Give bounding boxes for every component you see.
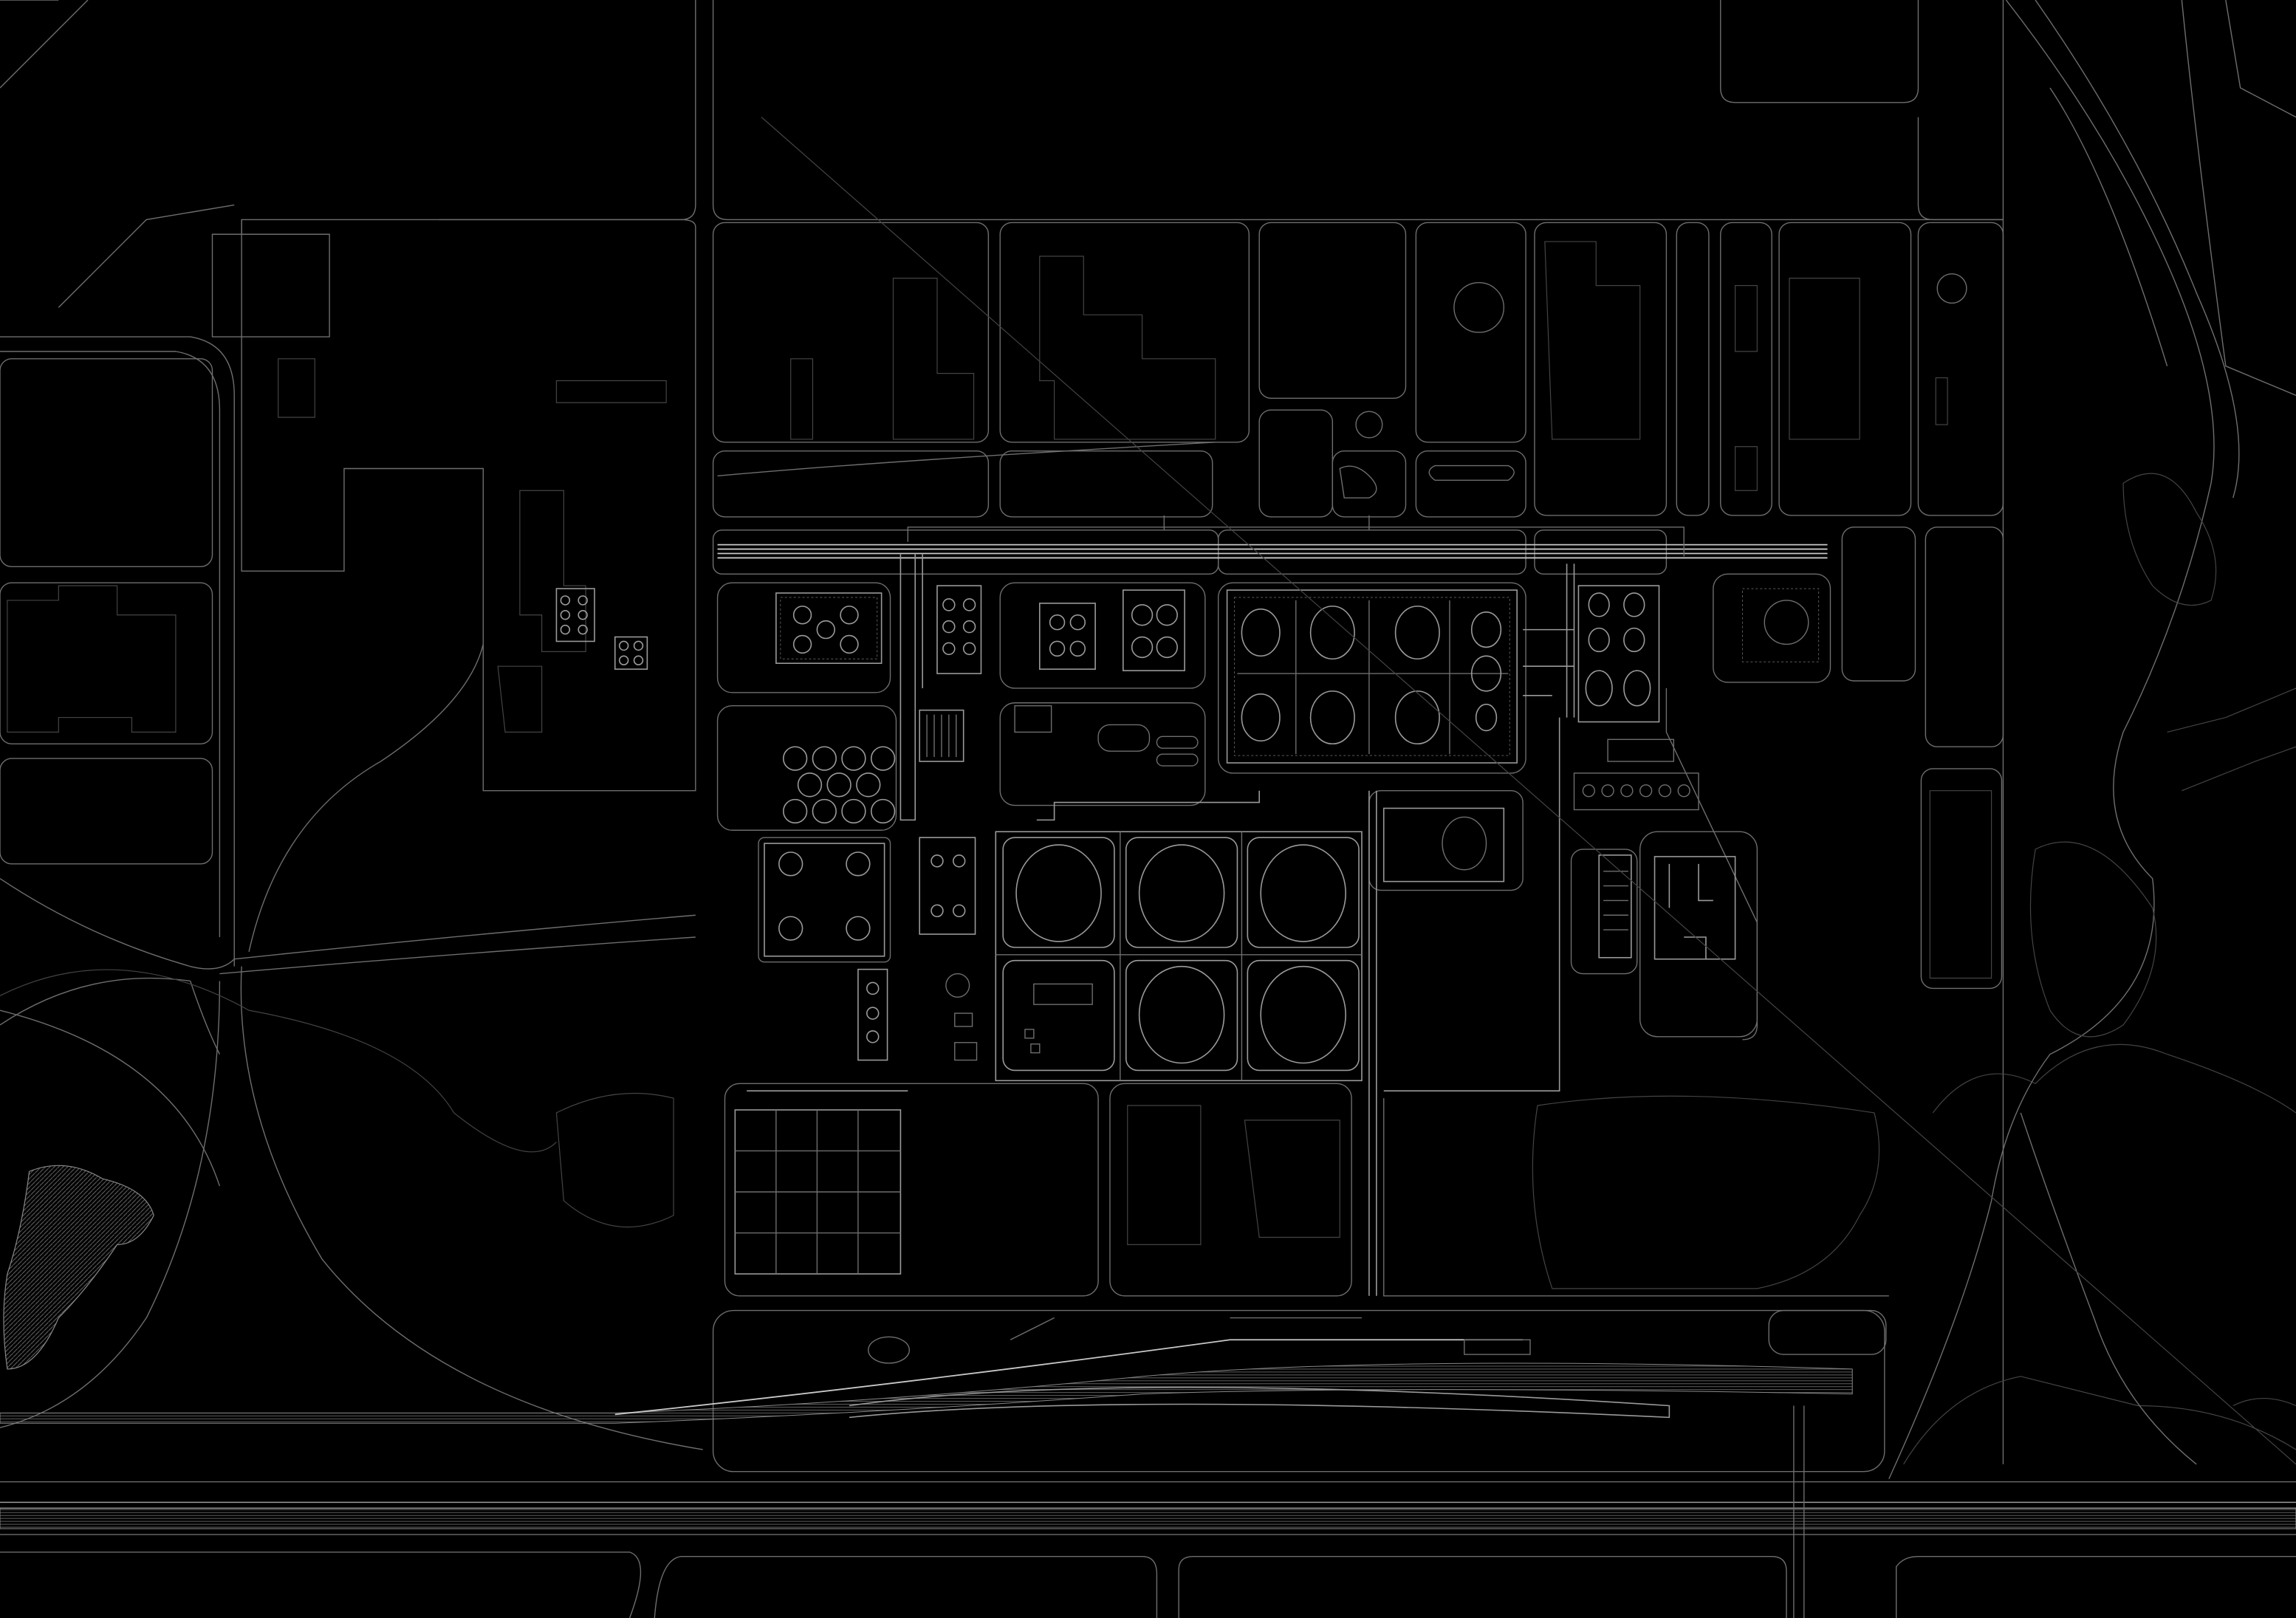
diagonal-guide-line: [761, 117, 2296, 1465]
process-units: [716, 573, 1831, 1061]
small-tank-array: [555, 588, 648, 670]
south-blocks: [724, 1043, 2296, 1297]
highway: [0, 1405, 2296, 1618]
tank-cluster: [782, 746, 896, 824]
storage-tank-farm: [995, 717, 1560, 1296]
north-blocks: [712, 222, 2004, 518]
pipe-rack: [712, 515, 2004, 821]
west-parcels: [0, 204, 696, 1370]
pond: [3, 1165, 154, 1370]
east-utility-area: [1570, 688, 2003, 1041]
railway-yard: [0, 1309, 1887, 1473]
east-curved-roads: [1888, 0, 2296, 1479]
